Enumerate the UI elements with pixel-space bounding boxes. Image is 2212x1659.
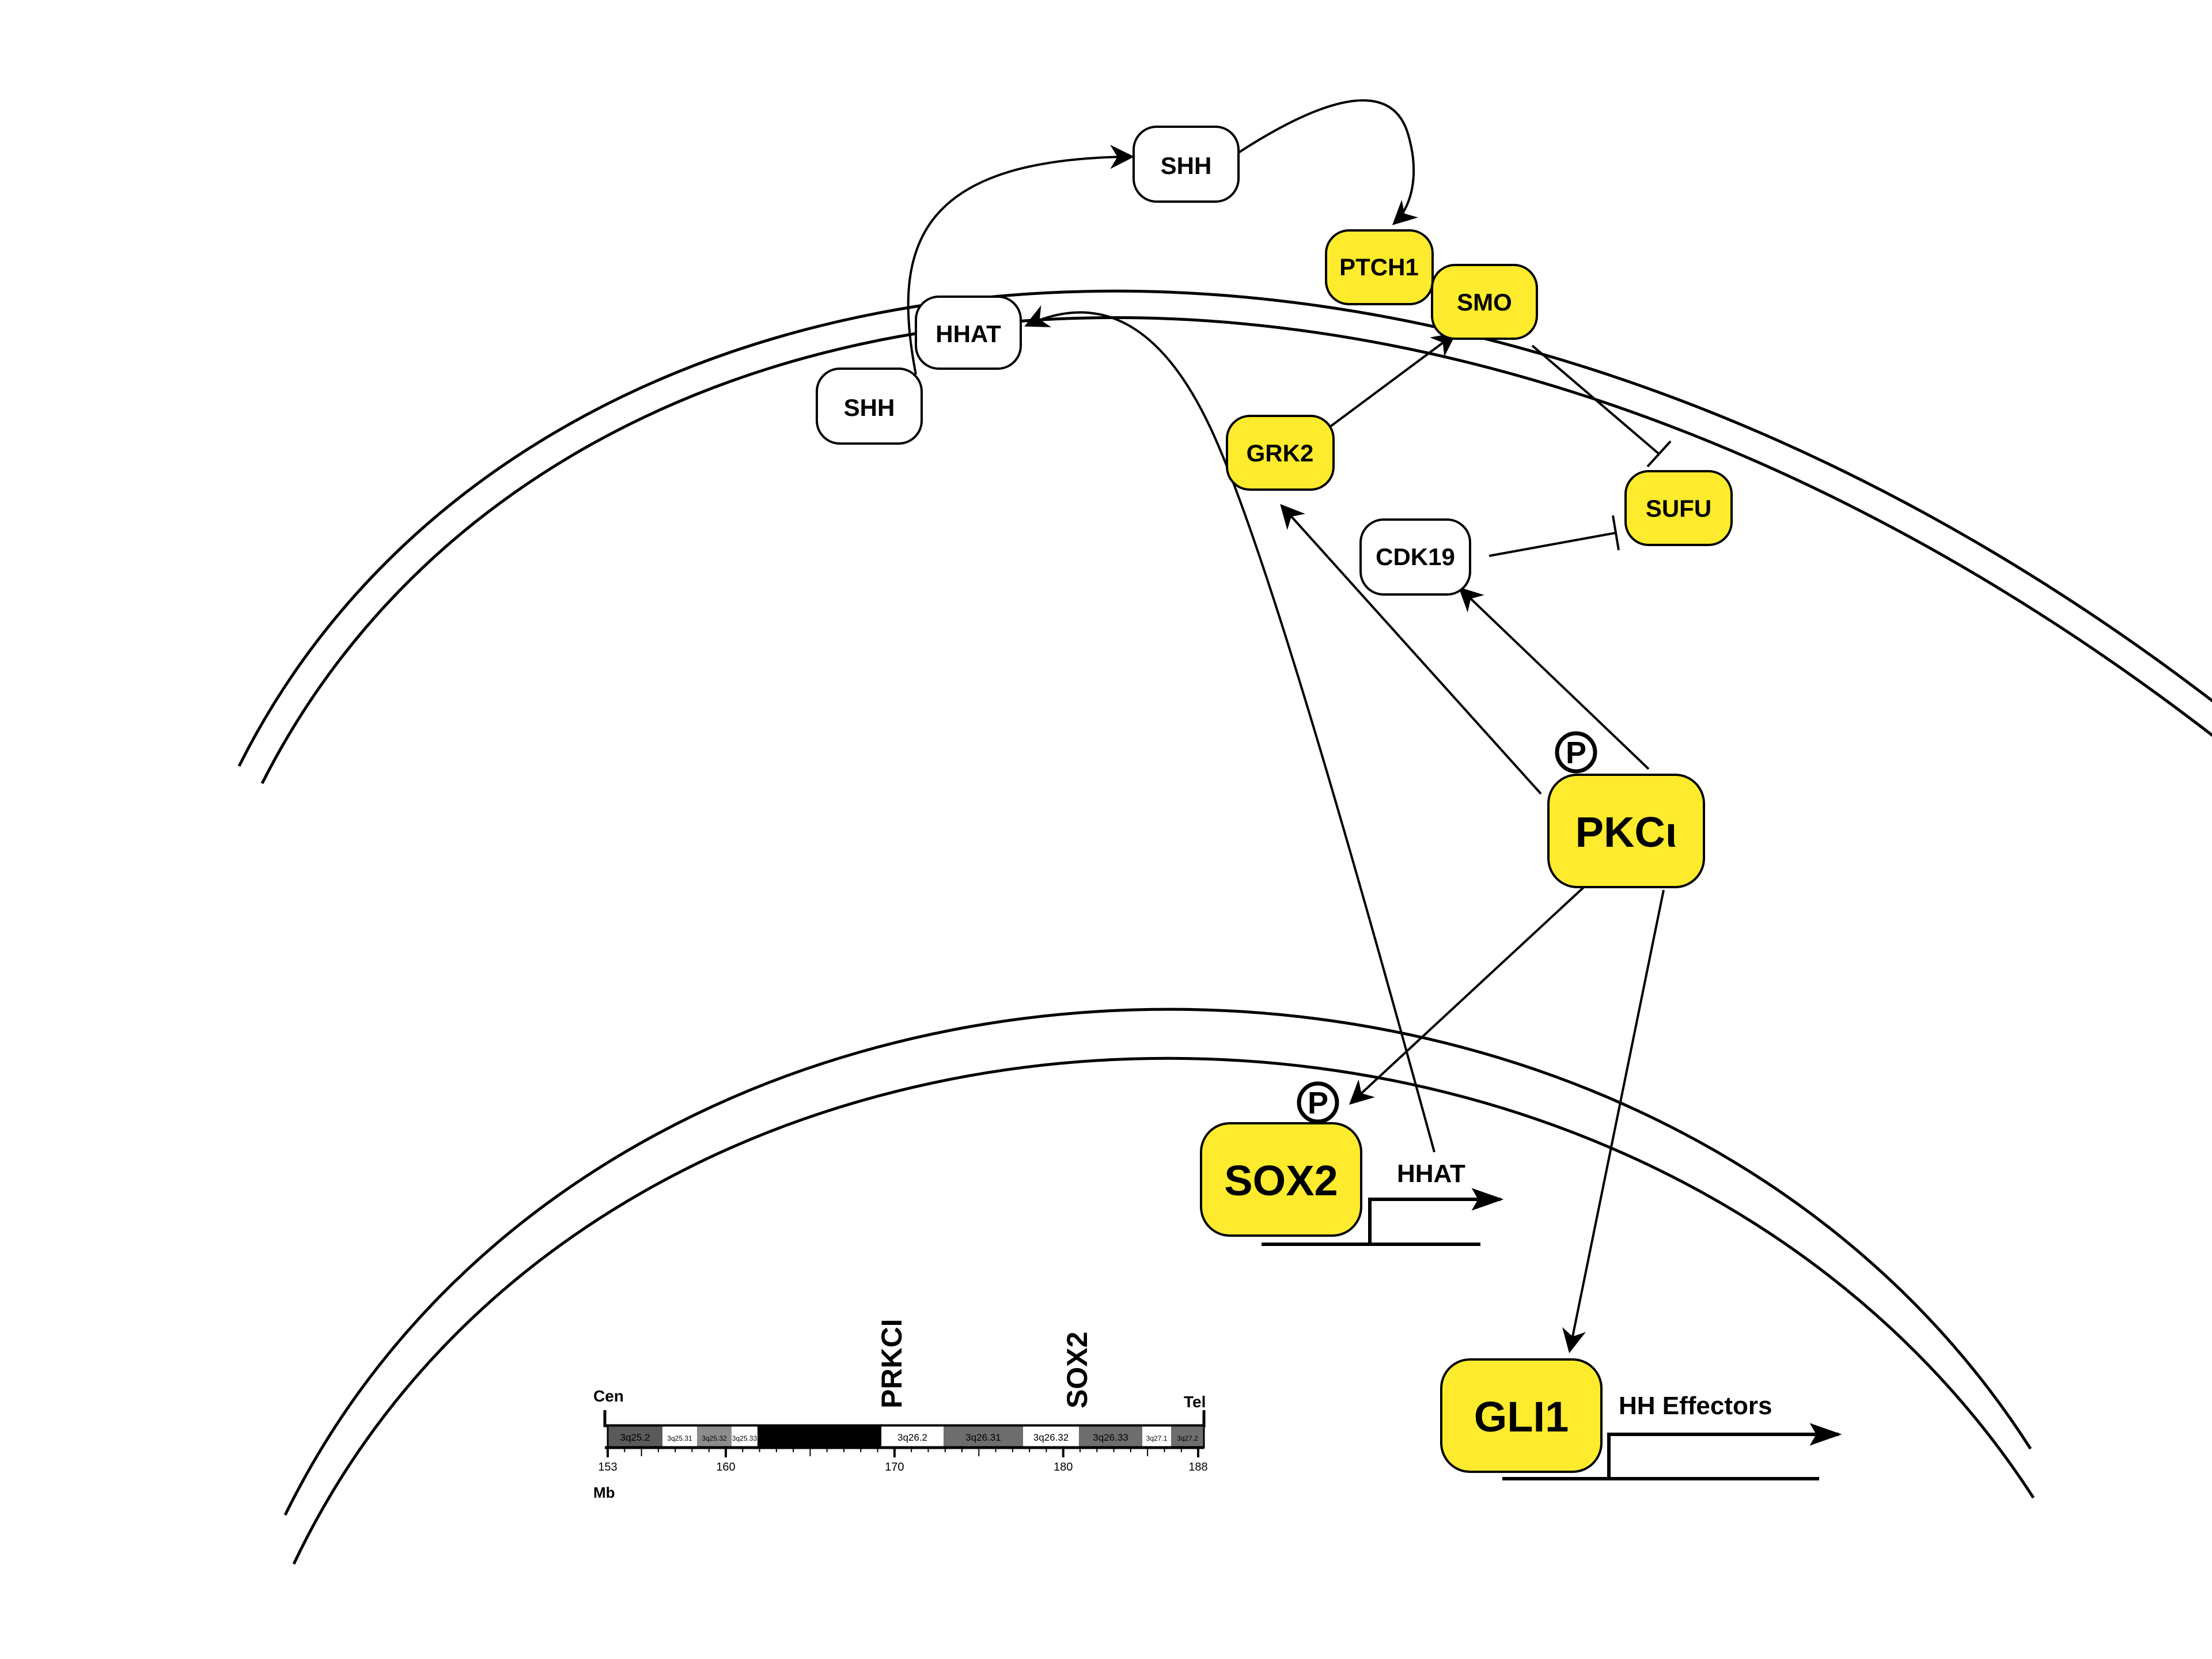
node-cdk19[interactable]: CDK19 — [1359, 518, 1471, 596]
node-ptch1[interactable]: PTCH1 — [1325, 229, 1434, 305]
band-3q25.31 — [662, 1426, 697, 1448]
svg-text:SMO: SMO — [1457, 289, 1512, 316]
nuclear-membrane — [283, 1007, 2035, 1565]
svg-text:GRK2: GRK2 — [1247, 440, 1314, 467]
edge-shh-ptch1 — [1237, 99, 1418, 225]
band-3q27.2 — [1171, 1426, 1204, 1448]
svg-text:P: P — [1308, 1086, 1328, 1120]
chromosome-ticks: 153 160 170 180 188 — [598, 1448, 1208, 1474]
band-label: 3q26.31 — [965, 1432, 1001, 1443]
svg-text:SOX2: SOX2 — [1224, 1157, 1338, 1205]
cell-membrane — [237, 289, 2212, 785]
chromosome-tel-label: Tel — [1184, 1393, 1206, 1411]
band-3q25.33 — [732, 1426, 757, 1448]
node-shh-left[interactable]: SHH — [816, 368, 923, 445]
band-label: 3q26.2 — [897, 1432, 927, 1443]
chromosome-cen-label: Cen — [593, 1387, 624, 1405]
chromosome-markers: PRKCI SOX2 — [876, 1319, 1093, 1408]
band-3q26.33 — [1079, 1426, 1142, 1448]
band-label: 3q26.1 — [805, 1432, 835, 1443]
gene-hh-effectors-label: HH Effectors — [1619, 1392, 1772, 1420]
phospho-badge-sox2: P — [1297, 1081, 1339, 1124]
node-sox2[interactable]: SOX2 — [1200, 1122, 1362, 1237]
svg-text:PTCH1: PTCH1 — [1339, 253, 1419, 281]
svg-text:P: P — [1566, 736, 1586, 770]
band-3q25.32 — [697, 1426, 732, 1448]
band-label: 3q25.2 — [620, 1432, 650, 1443]
node-grk2[interactable]: GRK2 — [1226, 415, 1335, 491]
band-label: 3q25.33 — [732, 1434, 757, 1442]
edge-pkci-cdk19 — [1458, 587, 1650, 770]
tick-label: 180 — [1054, 1461, 1073, 1474]
tick-label: 160 — [716, 1461, 735, 1474]
svg-text:HHAT: HHAT — [935, 320, 1001, 347]
edge-smo-sufu — [1531, 344, 1660, 455]
node-gli1[interactable]: GLI1 — [1440, 1358, 1603, 1473]
band-3q26.31 — [944, 1426, 1023, 1448]
edge-smo-sufu-bar — [1646, 440, 1672, 468]
gene-hhat: HHAT — [1262, 1160, 1504, 1246]
svg-text:CDK19: CDK19 — [1376, 543, 1455, 570]
band-label: 3q25.32 — [702, 1434, 727, 1442]
gene-hh-effectors: HH Effectors — [1502, 1392, 1842, 1480]
band-label: 3q26.33 — [1093, 1432, 1128, 1443]
band-3q27.1 — [1142, 1426, 1171, 1448]
edge-shh-secretion — [907, 145, 1135, 375]
band-3q26.1 — [757, 1426, 881, 1448]
band-label: 3q27.1 — [1146, 1434, 1168, 1442]
band-label: 3q25.31 — [667, 1434, 692, 1442]
edge-hhat-gene-protein — [1024, 305, 1435, 1153]
edge-grk2-smo — [1330, 332, 1457, 427]
edge-pkci-sox2 — [1349, 883, 1588, 1105]
edge-pkci-grk2 — [1280, 503, 1542, 795]
tick-label: 170 — [885, 1461, 904, 1474]
gene-hhat-label: HHAT — [1397, 1160, 1465, 1188]
edges — [907, 99, 1672, 1354]
svg-text:SHH: SHH — [1161, 152, 1212, 179]
band-3q25.2 — [608, 1426, 662, 1448]
svg-text:PKCι: PKCι — [1575, 808, 1677, 856]
band-label: 3q27.2 — [1177, 1434, 1198, 1442]
marker-sox2: SOX2 — [1061, 1332, 1093, 1408]
band-3q26.2 — [881, 1426, 944, 1448]
node-sufu[interactable]: SUFU — [1624, 470, 1733, 546]
edge-cdk19-sufu — [1488, 532, 1616, 557]
svg-text:SHH: SHH — [844, 394, 895, 421]
chromosome-unit-label: Mb — [593, 1484, 615, 1501]
nodes: SHH SHH HHAT PTCH1 SMO GRK2 SUFU CDK19 — [816, 126, 1733, 1473]
band-label: 3q26.32 — [1033, 1432, 1069, 1443]
marker-prkci: PRKCI — [876, 1319, 908, 1408]
node-hhat[interactable]: HHAT — [915, 296, 1022, 370]
tick-label: 188 — [1188, 1461, 1207, 1474]
tick-label: 153 — [598, 1461, 617, 1474]
chromosome-bands: 3q25.2 3q25.31 3q25.32 3q25.33 3q26.1 3q26.2 3… — [608, 1426, 1204, 1448]
svg-text:SUFU: SUFU — [1646, 495, 1711, 522]
node-shh-top[interactable]: SHH — [1132, 126, 1240, 203]
edge-cdk19-sufu-bar — [1612, 515, 1620, 551]
node-smo[interactable]: SMO — [1431, 264, 1538, 340]
band-3q26.32 — [1023, 1426, 1079, 1448]
node-pkci[interactable]: PKCι — [1547, 774, 1705, 888]
svg-text:GLI1: GLI1 — [1474, 1393, 1569, 1441]
phospho-badge-pkci: P — [1555, 731, 1597, 774]
edge-pkci-gli1 — [1562, 889, 1665, 1354]
